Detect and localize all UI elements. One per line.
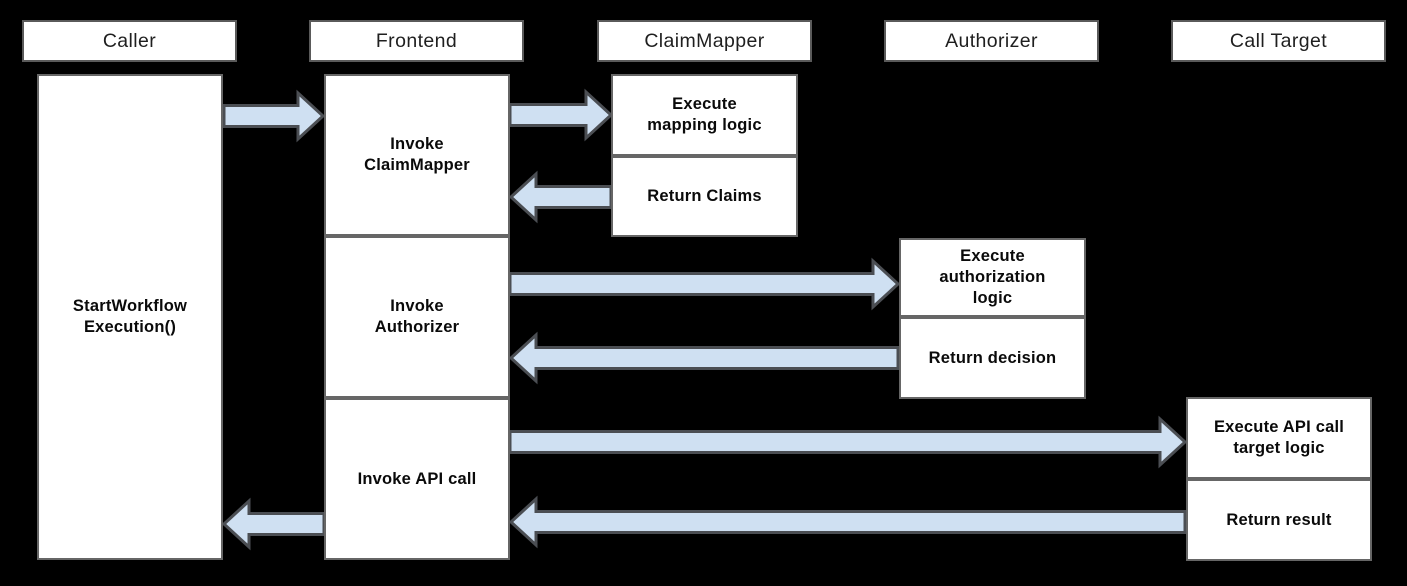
- column-header-caller: Caller: [22, 20, 237, 62]
- column-header-calltarget: Call Target: [1171, 20, 1386, 62]
- arrow-frontend-to-claimmapper: [508, 88, 614, 142]
- step-box-execute-mapping-logic: Execute mapping logic: [611, 74, 798, 156]
- step-box-return-claims: Return Claims: [611, 156, 798, 237]
- step-label: Return Claims: [647, 187, 762, 205]
- column-header-label: Authorizer: [945, 29, 1038, 52]
- column-header-label: Caller: [102, 29, 157, 52]
- step-box-execute-api-call-target-logic: Execute API call target logic: [1186, 397, 1372, 479]
- arrow-claimmapper-to-frontend: [508, 170, 613, 224]
- step-label: StartWorkflow Execution(): [72, 297, 188, 336]
- arrow-frontend-to-calltarget: [508, 415, 1188, 469]
- step-box-startworkflowexecution: StartWorkflow Execution(): [37, 74, 223, 560]
- column-header-frontend: Frontend: [309, 20, 524, 62]
- step-label: Execute API call target logic: [1213, 418, 1345, 457]
- arrow-caller-to-frontend: [222, 89, 326, 143]
- step-box-invoke-claimmapper: Invoke ClaimMapper: [324, 74, 510, 236]
- column-header-label: ClaimMapper: [644, 29, 765, 52]
- step-label: Invoke Authorizer: [374, 297, 460, 336]
- step-label: Return decision: [928, 348, 1057, 367]
- step-box-invoke-authorizer: Invoke Authorizer: [324, 236, 510, 398]
- arrow-authorizer-to-frontend: [508, 331, 900, 385]
- step-box-execute-authorization-logic: Execute authorization logic: [899, 238, 1086, 317]
- step-label: Execute mapping logic: [647, 95, 762, 134]
- arrow-frontend-to-caller: [221, 497, 326, 551]
- step-box-return-result: Return result: [1186, 479, 1372, 561]
- arrow-frontend-to-authorizer: [508, 257, 901, 311]
- step-box-invoke-api-call: Invoke API call: [324, 398, 510, 560]
- step-label: Return result: [1226, 510, 1332, 529]
- step-label: Execute authorization logic: [939, 247, 1046, 307]
- step-label: Invoke ClaimMapper: [364, 135, 470, 174]
- column-header-authorizer: Authorizer: [884, 20, 1099, 62]
- arrow-calltarget-to-frontend: [508, 495, 1187, 549]
- step-box-return-decision: Return decision: [899, 317, 1086, 399]
- column-header-label: Call Target: [1229, 29, 1328, 52]
- step-label: Invoke API call: [357, 469, 477, 488]
- column-header-claimmapper: ClaimMapper: [597, 20, 812, 62]
- column-header-label: Frontend: [375, 29, 458, 52]
